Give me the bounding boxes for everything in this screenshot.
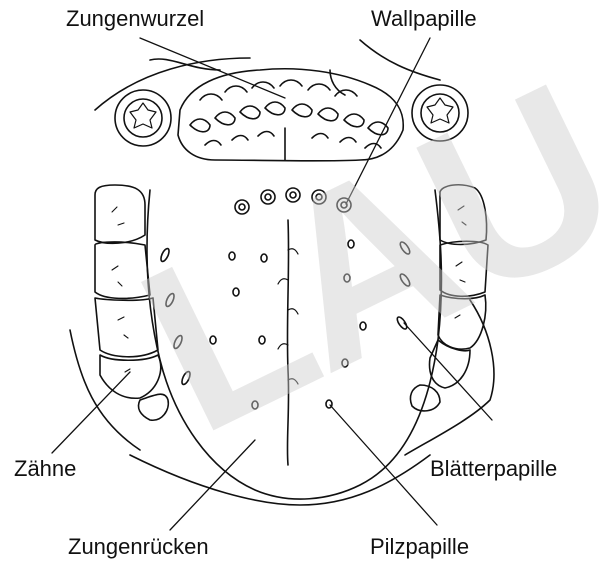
teeth-right	[410, 185, 488, 411]
leader-pilzpapille	[330, 405, 437, 525]
jaw-outline	[70, 40, 494, 505]
vallate-papillae	[235, 188, 351, 214]
leader-lines	[52, 38, 492, 530]
label-zungenwurzel: Zungenwurzel	[66, 8, 204, 30]
tonsil-left	[115, 90, 171, 146]
leader-zaehne	[52, 372, 130, 453]
leader-wallpapille	[346, 38, 430, 204]
label-pilzpapille: Pilzpapille	[370, 536, 469, 558]
leader-zungenruecken	[170, 440, 255, 530]
label-zungenruecken: Zungenrücken	[68, 536, 209, 558]
label-wallpapille: Wallpapille	[371, 8, 477, 30]
teeth-left	[95, 185, 168, 420]
leader-zungenwurzel	[140, 38, 285, 98]
foliate-papillae	[159, 241, 411, 386]
label-blaetterpapille: Blätterpapille	[430, 458, 557, 480]
label-zaehne: Zähne	[14, 458, 76, 480]
tongue-body	[147, 190, 441, 499]
tongue-root	[178, 69, 403, 161]
tonsil-right	[412, 85, 468, 141]
